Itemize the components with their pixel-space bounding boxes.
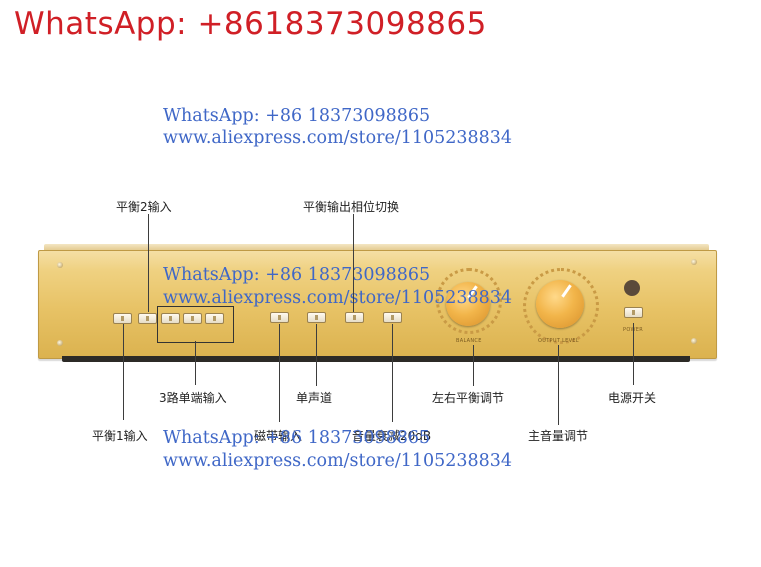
- leader-line: [123, 324, 124, 420]
- single-input-2-button[interactable]: [183, 313, 202, 324]
- preamp-chassis: [38, 250, 717, 359]
- leader-line: [148, 214, 149, 312]
- single-input-3-button[interactable]: [205, 313, 224, 324]
- label-mono: 单声道: [296, 391, 333, 405]
- output-level-scale: [523, 268, 599, 344]
- leader-line: [195, 341, 196, 385]
- label-power-switch: 电源开关: [608, 391, 657, 405]
- watermark-line: WhatsApp: +86 18373098865: [163, 265, 431, 285]
- label-tape-input: 磁带输入: [254, 429, 303, 443]
- balance2-input-button[interactable]: [138, 313, 157, 324]
- watermark-url: www.aliexpress.com/store/1105238834: [163, 128, 513, 148]
- balance-knob[interactable]: [446, 282, 490, 326]
- screw-icon: [57, 340, 63, 346]
- phase-switch-button[interactable]: [345, 312, 364, 323]
- balance1-input-button[interactable]: [113, 313, 132, 324]
- mono-button[interactable]: [307, 312, 326, 323]
- leader-line: [558, 345, 559, 425]
- volume-reduce-button[interactable]: [383, 312, 402, 323]
- brand-logo-icon: [624, 280, 640, 296]
- leader-line: [473, 345, 474, 386]
- screw-icon: [691, 338, 697, 344]
- label-three-single-input: 3路单端输入: [159, 391, 227, 405]
- label-balance-phase-switch: 平衡输出相位切换: [303, 200, 400, 214]
- balance-scale: [436, 268, 502, 334]
- watermark-header: WhatsApp: +8618373098865: [14, 6, 487, 42]
- leader-line: [353, 214, 354, 312]
- watermark-line: WhatsApp: +86 18373098865: [163, 106, 431, 126]
- label-main-volume: 主音量调节: [528, 429, 589, 443]
- output-level-knob[interactable]: [536, 280, 584, 328]
- label-balance1-input: 平衡1输入: [92, 429, 148, 443]
- power-panel-text: POWER: [623, 327, 643, 333]
- output-level-panel-text: OUTPUT LEVEL: [538, 338, 579, 344]
- single-input-1-button[interactable]: [161, 313, 180, 324]
- power-button[interactable]: [624, 307, 643, 318]
- label-balance-adjust: 左右平衡调节: [432, 391, 505, 405]
- tape-input-button[interactable]: [270, 312, 289, 323]
- leader-line: [279, 324, 280, 422]
- screw-icon: [691, 259, 697, 265]
- leader-line: [316, 324, 317, 386]
- screw-icon: [57, 262, 63, 268]
- chassis-top: [44, 244, 709, 251]
- watermark-url: www.aliexpress.com/store/1105238834: [163, 288, 513, 308]
- watermark-line: WhatsApp: +86 18373098865: [163, 428, 431, 448]
- single-input-group-box: [157, 306, 234, 343]
- watermark-url: www.aliexpress.com/store/1105238834: [163, 451, 513, 471]
- label-volume-reduce: 音量衰减20dB: [352, 429, 432, 443]
- balance-panel-text: BALANCE: [456, 338, 482, 344]
- chassis-feet: [62, 356, 690, 362]
- leader-line: [392, 324, 393, 422]
- label-balance2-input: 平衡2输入: [116, 200, 172, 214]
- leader-line: [633, 323, 634, 385]
